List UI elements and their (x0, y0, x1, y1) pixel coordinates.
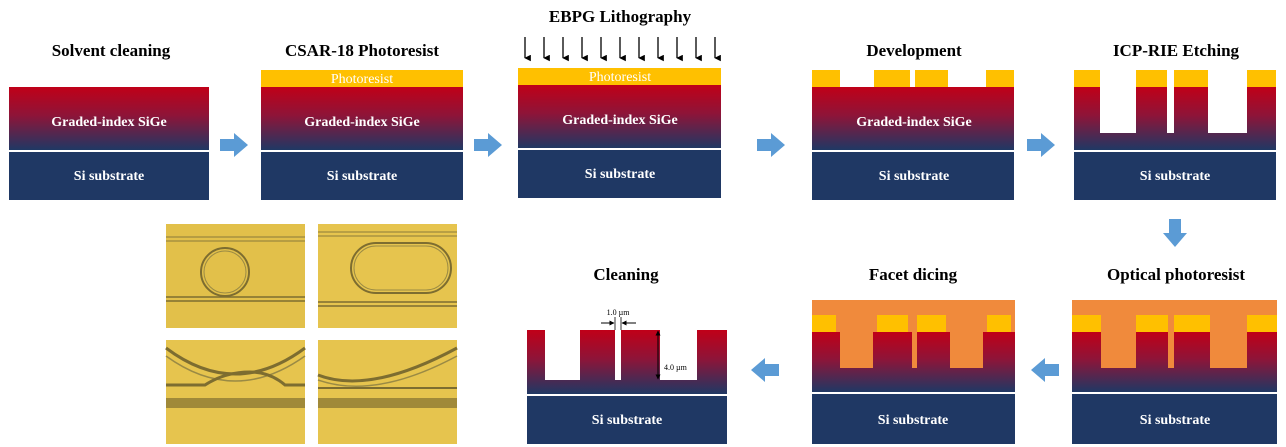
graded-label: Graded-index SiGe (51, 115, 167, 130)
step-facet-dicing: Facet dicing Si substrate (812, 265, 1015, 444)
micrograph-racetrack-icon (318, 224, 457, 328)
resist-pattern (877, 315, 908, 332)
substrate-label: Si substrate (1140, 169, 1210, 184)
arrow-down-icon (1163, 219, 1187, 247)
graded-label: Graded-index SiGe (304, 115, 420, 130)
step-title: Cleaning (593, 265, 659, 284)
optical-resist-layer (812, 300, 1015, 390)
micrograph-bend-icon (317, 340, 458, 444)
resist-pattern (987, 315, 1011, 332)
resist-pattern (1136, 70, 1167, 87)
resist-pattern (1074, 70, 1100, 87)
electron-beam-arrows (524, 37, 721, 62)
photoresist-label: Photoresist (331, 72, 393, 87)
gap-dimension-label: 1.0 µm (607, 308, 631, 317)
resist-pattern (812, 315, 836, 332)
resist-pattern (915, 70, 948, 87)
step-icp-rie-etching: ICP-RIE Etching Si substrate (1074, 41, 1276, 200)
arrow-right-icon (220, 133, 248, 157)
micrograph-ring-resonator-icon (166, 224, 305, 328)
etched-sige-layer (812, 332, 1015, 392)
graded-sige-layer (261, 87, 463, 150)
etched-sige-layer (527, 330, 727, 394)
step-solvent-cleaning: Solvent cleaning Graded-index SiGe Si su… (9, 41, 209, 200)
photoresist-layer (261, 70, 463, 87)
graded-label: Graded-index SiGe (856, 115, 972, 130)
substrate-label: Si substrate (327, 169, 397, 184)
step-development: Development Graded-index SiGe Si substra… (812, 41, 1014, 200)
arrow-left-icon (751, 358, 779, 382)
resist-pattern (917, 315, 946, 332)
depth-dimension-label: 4.0 µm (664, 363, 688, 372)
substrate-label: Si substrate (592, 413, 662, 428)
arrow-right-icon (757, 133, 785, 157)
step-cleaning: Cleaning Si substrate 1.0 µm 4.0 µm (527, 265, 727, 444)
graded-sige-layer (812, 87, 1014, 150)
substrate-label: Si substrate (879, 169, 949, 184)
step-title: EBPG Lithography (549, 7, 692, 26)
etched-sige-layer (1074, 87, 1276, 150)
step-title: Optical photoresist (1107, 265, 1245, 284)
step-optical-photoresist: Optical photoresist Si substrate (1072, 265, 1277, 444)
resist-pattern (1174, 70, 1208, 87)
substrate-label: Si substrate (585, 167, 655, 182)
arrow-right-icon (474, 133, 502, 157)
resist-pattern (1136, 315, 1168, 332)
substrate-label: Si substrate (74, 169, 144, 184)
si-substrate-layer (261, 152, 463, 200)
si-substrate-layer (527, 396, 727, 444)
step-title: ICP-RIE Etching (1113, 41, 1240, 60)
resist-pattern (1247, 315, 1277, 332)
step-title: CSAR-18 Photoresist (285, 41, 439, 60)
arrow-right-icon (1027, 133, 1055, 157)
si-substrate-layer (812, 152, 1014, 200)
step-title: Solvent cleaning (52, 41, 171, 60)
photoresist-label: Photoresist (589, 70, 651, 85)
graded-sige-layer (9, 87, 209, 150)
step-csar-photoresist: CSAR-18 Photoresist Photoresist Graded-i… (261, 41, 463, 200)
substrate-label: Si substrate (878, 413, 948, 428)
graded-sige-layer (518, 85, 721, 148)
resist-pattern (986, 70, 1014, 87)
step-title: Facet dicing (869, 265, 958, 284)
etched-sige-layer (1072, 332, 1277, 392)
arrow-left-icon (1031, 358, 1059, 382)
resist-pattern (812, 70, 840, 87)
si-substrate-layer (1072, 394, 1277, 444)
substrate-label: Si substrate (1140, 413, 1210, 428)
si-substrate-layer (518, 150, 721, 198)
graded-label: Graded-index SiGe (562, 113, 678, 128)
si-substrate-layer (812, 394, 1015, 444)
depth-dimension: 4.0 µm (655, 330, 688, 380)
si-substrate-layer (9, 152, 209, 200)
micrograph-coupler-icon (165, 340, 306, 444)
si-substrate-layer (1074, 152, 1276, 200)
resist-pattern (1072, 315, 1101, 332)
resist-pattern (1174, 315, 1210, 332)
resist-pattern (1247, 70, 1276, 87)
gap-dimension: 1.0 µm (601, 308, 636, 330)
photoresist-layer (518, 68, 721, 85)
resist-pattern (874, 70, 910, 87)
step-title: Development (866, 41, 962, 60)
micrograph-grid (165, 224, 458, 444)
step-ebpg-lithography: EBPG Lithography Photoresist Graded-inde… (518, 7, 721, 198)
